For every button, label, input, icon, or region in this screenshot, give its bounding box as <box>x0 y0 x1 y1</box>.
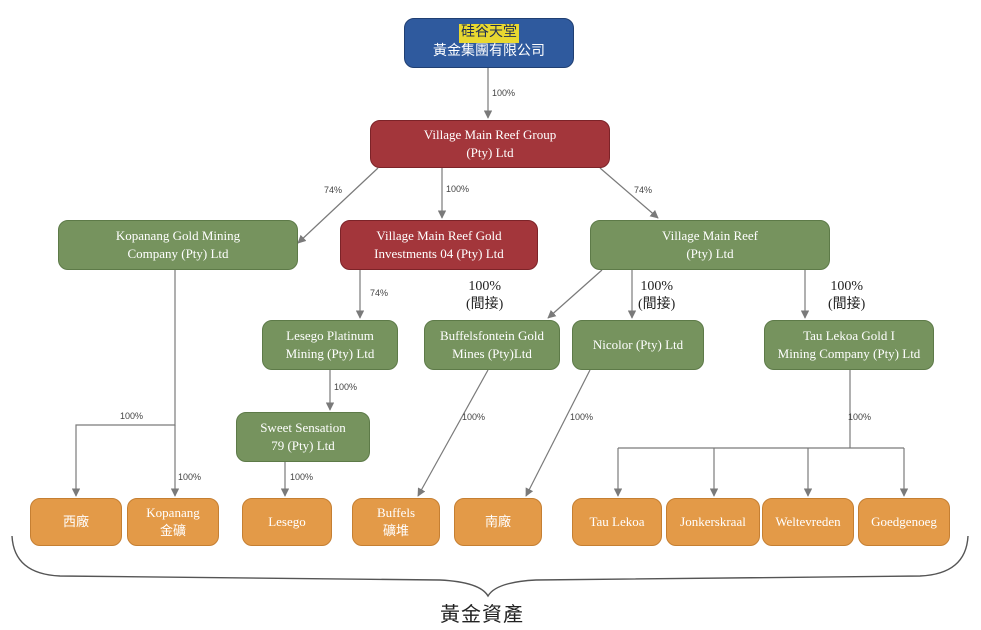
asset-jonkerskraal: Jonkerskraal <box>666 498 760 546</box>
node-label: 礦堆 <box>382 523 409 538</box>
edge-label-kopanang-mine: 100% <box>178 472 202 482</box>
node-label: 79 (Pty) Ltd <box>271 438 335 453</box>
edge-nicolor-nanchang <box>525 369 591 497</box>
kopanang-gold-mining-node: Kopanang Gold Mining Company (Pty) Ltd <box>58 220 298 270</box>
asset-buffels-heap: Buffels 礦堆 <box>352 498 440 546</box>
asset-nanchang: 南廠 <box>454 498 542 546</box>
node-label: Goedgenoeg <box>871 514 937 530</box>
node-label: Mining Company (Pty) Ltd <box>777 346 921 361</box>
node-label: (Pty) Ltd <box>686 246 734 261</box>
node-label: Nicolor (Pty) Ltd <box>592 337 684 353</box>
node-label: Lesego Platinum <box>286 328 374 344</box>
node-label: Buffels <box>376 505 416 521</box>
node-label: 南廠 <box>484 514 511 530</box>
edge-kopanang-xichang <box>71 270 176 497</box>
edge-label-vmrg-inv: 100% <box>446 184 470 194</box>
node-label: Buffelsfontein Gold <box>439 328 545 344</box>
node-label: (Pty) Ltd <box>466 145 514 160</box>
edge-vmrg-vmr <box>599 167 659 219</box>
edge-label-sweet-lesego: 100% <box>290 472 314 482</box>
nicolor-node: Nicolor (Pty) Ltd <box>572 320 704 370</box>
node-label: Mines (Pty)Ltd <box>452 346 532 361</box>
node-label: Village Main Reef <box>662 228 758 244</box>
indirect-note: (間接) <box>828 297 866 313</box>
edge-vmr-buffels <box>547 269 603 319</box>
indirect-pct: 100% <box>468 279 501 294</box>
indirect-label-buffels: 100% (間接) <box>466 278 503 314</box>
node-label: Village Main Reef Gold <box>376 228 502 244</box>
node-label: Village Main Reef Group <box>423 127 557 143</box>
node-label: Company (Pty) Ltd <box>127 246 229 261</box>
asset-xichang: 西廠 <box>30 498 122 546</box>
node-label: Lesego <box>268 514 306 530</box>
sweet-sensation-node: Sweet Sensation 79 (Pty) Ltd <box>236 412 370 462</box>
gold-assets-label: 黃金資產 <box>440 604 524 626</box>
root-node: 硅谷天堂 黃金集團有限公司 <box>404 18 574 68</box>
indirect-note: (間接) <box>466 297 504 313</box>
node-label: Tau Lekoa <box>589 514 645 530</box>
edge-label-inv-lesego: 74% <box>370 288 389 298</box>
root-name-highlight: 硅谷天堂 <box>459 24 519 43</box>
buffelsfontein-gold-mines-node: Buffelsfontein Gold Mines (Pty)Ltd <box>424 320 560 370</box>
node-label: Investments 04 (Pty) Ltd <box>374 246 504 261</box>
edge-label-root-vmrg: 100% <box>492 88 516 98</box>
village-main-reef-group-node: Village Main Reef Group (Pty) Ltd <box>370 120 610 168</box>
edge-label-lesego-sweet: 100% <box>334 382 358 392</box>
node-label: Jonkerskraal <box>680 514 746 530</box>
edge-label-tau-assets: 100% <box>848 412 872 422</box>
asset-goedgenoeg: Goedgenoeg <box>858 498 950 546</box>
node-label: Sweet Sensation <box>260 420 346 436</box>
edge-buffels-heap <box>417 369 489 497</box>
edge-label-buffels-heap: 100% <box>462 412 486 422</box>
edge-label-vmrg-kopanang: 74% <box>324 185 343 195</box>
vmr-gold-investments-node: Village Main Reef Gold Investments 04 (P… <box>340 220 538 270</box>
village-main-reef-node: Village Main Reef (Pty) Ltd <box>590 220 830 270</box>
indirect-pct: 100% <box>830 279 863 294</box>
asset-kopanang-mine: Kopanang 金礦 <box>127 498 219 546</box>
root-group-name: 黃金集團有限公司 <box>433 44 545 59</box>
edge-label-nicolor-nanchang: 100% <box>570 412 594 422</box>
indirect-pct: 100% <box>640 279 673 294</box>
indirect-label-nicolor: 100% (間接) <box>638 278 675 314</box>
indirect-label-tau: 100% (間接) <box>828 278 865 314</box>
node-label: 西廠 <box>62 514 89 530</box>
node-label: Mining (Pty) Ltd <box>285 346 375 361</box>
asset-lesego: Lesego <box>242 498 332 546</box>
edge-vmrg-kopanang <box>297 167 379 244</box>
indirect-note: (間接) <box>638 297 676 313</box>
node-label: Tau Lekoa Gold I <box>803 328 895 344</box>
assets-brace <box>11 535 969 598</box>
edge-label-kopanang-xichang: 100% <box>120 411 144 421</box>
lesego-platinum-node: Lesego Platinum Mining (Pty) Ltd <box>262 320 398 370</box>
asset-weltevreden: Weltevreden <box>762 498 854 546</box>
node-label: Weltevreden <box>775 514 841 530</box>
edge-label-vmrg-vmr: 74% <box>634 185 653 195</box>
node-label: Kopanang Gold Mining <box>115 228 241 244</box>
asset-tau-lekoa: Tau Lekoa <box>572 498 662 546</box>
node-label: Kopanang <box>146 505 200 521</box>
node-label: 金礦 <box>159 523 186 538</box>
tau-lekoa-gold-mining-node: Tau Lekoa Gold I Mining Company (Pty) Lt… <box>764 320 934 370</box>
